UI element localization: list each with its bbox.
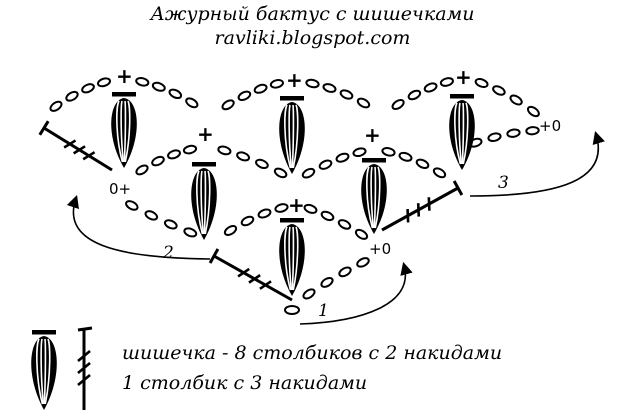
arrow-row-1 bbox=[299, 261, 413, 325]
chain-stitch bbox=[423, 82, 438, 93]
plus-symbol: + bbox=[116, 64, 133, 88]
chain-stitch bbox=[322, 83, 337, 93]
chain-stitch bbox=[253, 83, 268, 94]
chain-stitch bbox=[320, 210, 335, 222]
chain-stitch bbox=[135, 77, 150, 87]
row-number-2: 2 bbox=[162, 243, 174, 263]
chain-stitch bbox=[354, 228, 369, 240]
chain-stitch bbox=[273, 167, 288, 179]
chain-stitch bbox=[182, 144, 198, 155]
chain-stitch bbox=[391, 98, 405, 111]
plus-symbol: + bbox=[197, 122, 214, 146]
chain-stitch bbox=[303, 203, 318, 214]
chain-stitch bbox=[49, 100, 63, 112]
diagram-title: Ажурный бактус с шишечками bbox=[150, 3, 475, 25]
chain-stitch bbox=[163, 219, 178, 230]
arrow-row-3 bbox=[469, 130, 605, 197]
row-number-1: 1 bbox=[318, 301, 329, 321]
chain-stitch bbox=[217, 145, 232, 156]
chain-stitch bbox=[168, 88, 183, 100]
chain-stitch bbox=[135, 164, 149, 176]
chain-stitch bbox=[81, 83, 95, 94]
chain-stitch bbox=[257, 208, 272, 219]
chain-stitch bbox=[151, 81, 166, 92]
chain-stitch bbox=[302, 288, 316, 300]
row-number-3: 3 bbox=[498, 173, 509, 193]
plus-symbol: + bbox=[286, 68, 303, 92]
puff-stitch-icon bbox=[279, 96, 305, 174]
puff-stitch-icon bbox=[449, 94, 475, 170]
puff-stitch-icon bbox=[111, 92, 137, 168]
chain-stitch bbox=[356, 257, 370, 268]
chain-stitch bbox=[274, 203, 289, 213]
chain-stitch bbox=[474, 77, 489, 89]
plus-zero-symbol: +0 bbox=[539, 117, 561, 135]
legend-tall-stitch-label: 1 столбик с 3 накидами bbox=[122, 372, 368, 394]
chain-stitch bbox=[525, 126, 540, 136]
chain-stitch bbox=[125, 200, 139, 211]
chain-stitch bbox=[415, 158, 430, 169]
chain-stitch bbox=[320, 276, 334, 288]
plus-zero-symbol: +0 bbox=[369, 240, 391, 258]
chain-stitch bbox=[185, 97, 199, 109]
chain-stitch bbox=[96, 77, 112, 88]
chain-stitch bbox=[439, 77, 454, 87]
chain-stitch bbox=[526, 105, 540, 118]
legend-puff-icon bbox=[31, 330, 57, 410]
chain-stitch bbox=[352, 147, 367, 158]
chain-stitch bbox=[255, 158, 269, 170]
plus-symbol: + bbox=[288, 193, 305, 217]
chain-stitch bbox=[506, 128, 521, 138]
puff-stitch-icon bbox=[191, 162, 217, 240]
chain-stitch bbox=[338, 266, 352, 278]
chain-stitch bbox=[65, 90, 79, 102]
chain-stitch bbox=[305, 78, 320, 89]
chain-stitch bbox=[144, 210, 159, 221]
chain-stitch bbox=[167, 149, 181, 160]
tall-stitch-icon bbox=[38, 120, 113, 172]
chain-stitch bbox=[356, 97, 371, 109]
chain-stitch bbox=[398, 151, 413, 162]
chain-stitch bbox=[284, 305, 300, 315]
plus-symbol: + bbox=[364, 123, 381, 147]
chain-stitch bbox=[487, 132, 502, 143]
chain-stitch bbox=[221, 99, 235, 111]
puff-stitch-icon bbox=[279, 218, 305, 296]
puff-stitch-icon bbox=[361, 158, 387, 234]
zero-plus-symbol: 0+ bbox=[109, 180, 131, 198]
chain-stitch bbox=[432, 167, 447, 179]
chain-stitch bbox=[492, 85, 506, 96]
chain-stitch bbox=[301, 167, 316, 179]
chain-stitch bbox=[183, 227, 198, 238]
chain-stitch bbox=[223, 225, 238, 236]
chain-stitch bbox=[509, 94, 523, 106]
tall-stitch-icon bbox=[381, 180, 464, 232]
legend-tall-stitch-icon bbox=[77, 326, 93, 410]
legend-puff-label: шишечка - 8 столбиков с 2 накидами bbox=[122, 342, 503, 364]
chain-stitch bbox=[337, 219, 352, 230]
chain-stitch bbox=[335, 152, 350, 163]
chain-stitch bbox=[269, 79, 284, 89]
chain-stitch bbox=[240, 215, 255, 227]
chain-stitch bbox=[381, 147, 396, 157]
chain-stitch bbox=[339, 89, 354, 100]
tall-stitch-icon bbox=[208, 248, 293, 302]
chain-stitch bbox=[237, 90, 252, 102]
chain-stitch bbox=[236, 151, 251, 162]
chain-stitch bbox=[407, 89, 422, 101]
arrow-row-2 bbox=[66, 194, 211, 260]
chain-stitch bbox=[318, 159, 333, 170]
diagram-subtitle: ravliki.blogspot.com bbox=[214, 27, 411, 49]
plus-symbol: + bbox=[455, 65, 472, 89]
chain-stitch bbox=[151, 155, 165, 167]
